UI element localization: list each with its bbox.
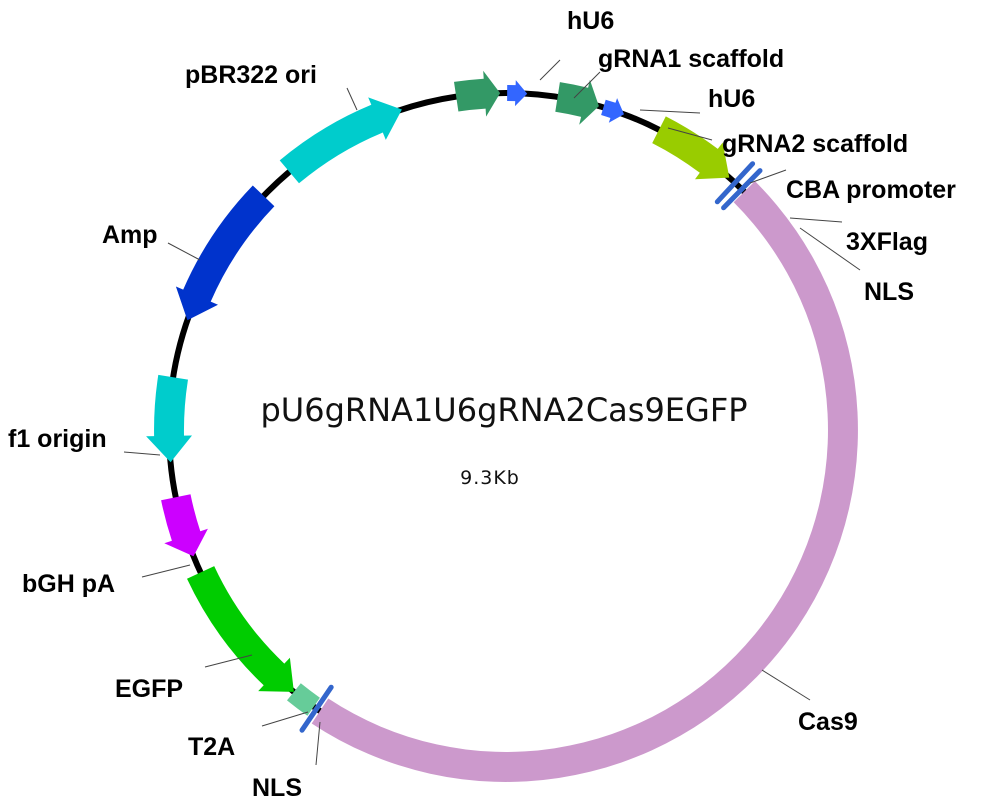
label-pbr322-ori: pBR322 ori <box>185 61 317 89</box>
feature-nls-1-tick <box>721 168 763 211</box>
label-f1-origin: f1 origin <box>8 425 107 453</box>
leader-amp <box>167 242 201 261</box>
feature-f1-origin <box>146 374 192 463</box>
leader-nls-1 <box>799 227 861 271</box>
leader-egfp <box>204 654 253 668</box>
feature-hu6-2 <box>555 79 599 125</box>
feature-grna2-scaffold <box>601 98 624 123</box>
plasmid-name: pU6gRNA1U6gRNA2Cas9EGFP <box>260 391 747 429</box>
label-bgh-pa: bGH pA <box>22 570 115 598</box>
leader-pbr322-ori <box>346 87 358 111</box>
leader-cba-promoter <box>749 169 787 184</box>
feature-cas9 <box>311 181 858 782</box>
leader-bgh-pa <box>141 564 191 578</box>
label-nls-1: NLS <box>864 278 914 306</box>
feature-bgh-pa <box>161 494 208 557</box>
label-hu6-1: hU6 <box>567 7 614 35</box>
label-t2a: T2A <box>188 733 235 761</box>
leader-cas9 <box>761 669 811 701</box>
label-grna1-scaffold: gRNA1 scaffold <box>598 45 784 73</box>
feature-layer <box>146 70 858 782</box>
label-amp: Amp <box>102 221 158 249</box>
label-grna2-scaffold: gRNA2 scaffold <box>722 130 908 158</box>
label-nls-2: NLS <box>252 774 302 802</box>
leader-nls-2 <box>315 721 321 766</box>
leader-grna1-scaffold <box>573 71 601 99</box>
feature-amp <box>175 185 275 321</box>
feature-egfp <box>187 566 294 692</box>
plasmid-size: 9.3Kb <box>460 467 520 489</box>
leader-grna2-scaffold <box>667 127 713 141</box>
label-cba-promoter: CBA promoter <box>786 176 956 204</box>
feature-nls-2-tick <box>299 684 334 733</box>
feature-grna1-scaffold <box>507 80 528 107</box>
feature-hu6-1 <box>454 70 501 117</box>
label-cas9: Cas9 <box>798 708 858 736</box>
label-egfp: EGFP <box>115 675 183 703</box>
leader-t2a <box>261 711 309 727</box>
feature-labels: hU6 gRNA1 scaffold hU6 gRNA2 scaffold CB… <box>8 7 956 802</box>
leader-hu6-1 <box>539 59 561 81</box>
feature-t2a <box>287 683 320 716</box>
feature-pbr322-ori <box>279 97 402 184</box>
feature-cba-promoter <box>652 116 730 180</box>
label-hu6-2: hU6 <box>708 85 755 113</box>
leader-lines <box>123 59 861 766</box>
leader-f1-origin <box>123 451 161 456</box>
leader-3xflag <box>789 217 843 223</box>
leader-hu6-2 <box>639 109 701 114</box>
feature-3xflag-tick <box>714 161 756 205</box>
label-3xflag: 3XFlag <box>846 228 928 256</box>
